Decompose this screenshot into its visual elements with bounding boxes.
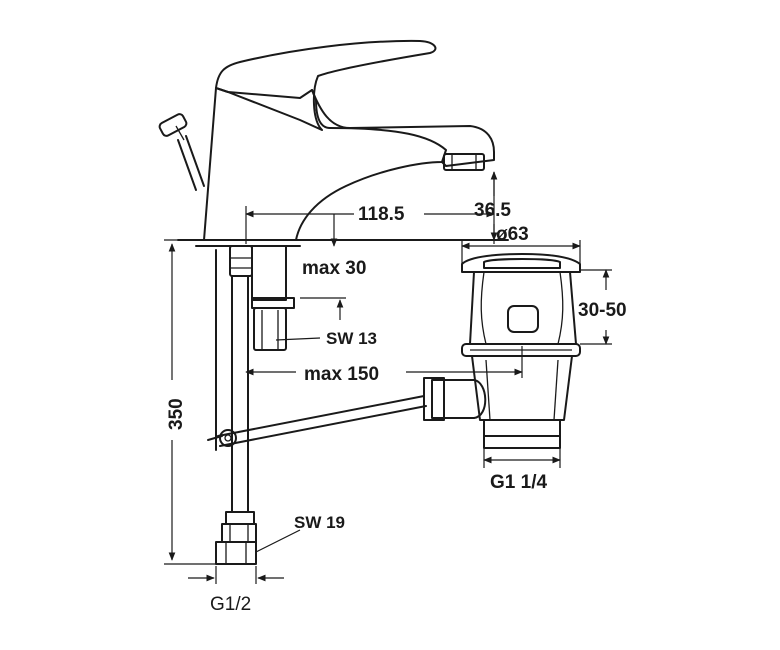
leader-sw-13 bbox=[275, 337, 321, 341]
lever-handle bbox=[215, 39, 437, 131]
label-g1-2: G1/2 bbox=[210, 594, 251, 615]
leader-sw-19 bbox=[255, 529, 301, 553]
label-118-5: 118.5 bbox=[358, 204, 405, 225]
dimension-diameter-63 bbox=[461, 240, 581, 264]
label-max-30: max 30 bbox=[302, 258, 366, 279]
label-max-150: max 150 bbox=[304, 364, 379, 385]
aerator bbox=[443, 153, 485, 171]
mounting-shank bbox=[251, 245, 295, 351]
label-sw-19: SW 19 bbox=[294, 513, 345, 532]
dimension-350 bbox=[164, 239, 216, 565]
popup-knob bbox=[158, 113, 188, 141]
label-30-50: 30-50 bbox=[578, 300, 627, 321]
label-36-5: 36.5 bbox=[474, 200, 511, 221]
label-350: 350 bbox=[166, 398, 187, 430]
dimension-30-50 bbox=[580, 269, 612, 345]
label-diameter-63: ø63 bbox=[496, 224, 529, 245]
dimension-g1-2 bbox=[188, 566, 284, 584]
spout bbox=[311, 89, 495, 167]
dimension-max-150 bbox=[245, 346, 523, 378]
popup-waste-drain bbox=[423, 253, 581, 449]
dimension-max-30 bbox=[300, 297, 346, 320]
lift-rod-linkage bbox=[207, 249, 427, 451]
label-g1-1-4: G1 1/4 bbox=[490, 472, 547, 493]
faucet-main-body bbox=[203, 87, 447, 241]
dimension-g1-1-4 bbox=[483, 448, 561, 468]
flexible-hose bbox=[215, 245, 257, 565]
label-sw-13: SW 13 bbox=[326, 329, 377, 348]
faucet-body bbox=[158, 39, 509, 247]
popup-rod bbox=[185, 135, 205, 187]
